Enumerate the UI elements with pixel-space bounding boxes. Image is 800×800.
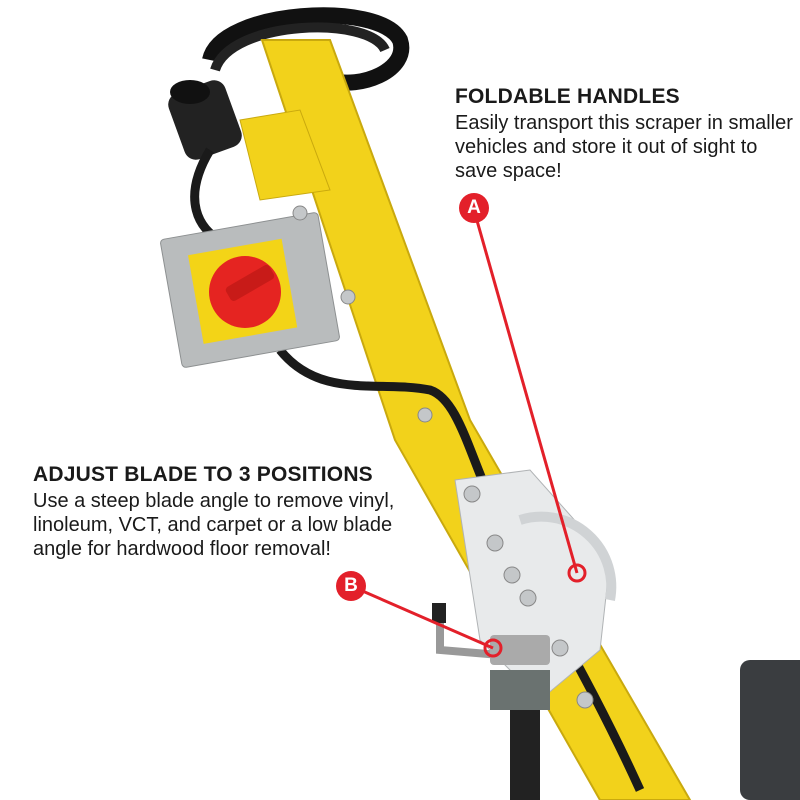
coiled-cable	[202, 7, 410, 91]
callout-text: Use a steep blade angle to remove vinyl,…	[33, 490, 395, 560]
marker-a: A	[459, 193, 489, 223]
callout-line-b	[350, 584, 494, 650]
callout-title: ADJUST BLADE TO 3 POSITIONS	[33, 463, 373, 486]
motor-housing	[740, 660, 800, 800]
marker-b: B	[336, 571, 366, 601]
callout-title: FOLDABLE HANDLES	[455, 85, 680, 108]
adjust-lever	[436, 615, 501, 659]
callout-line-a	[472, 209, 579, 574]
callout-text: Easily transport this scraper in smaller…	[455, 112, 793, 182]
callout-adjust-blade: ADJUST BLADE TO 3 POSITIONS Use a steep …	[33, 463, 413, 561]
callout-foldable-handles: FOLDABLE HANDLES Easily transport this s…	[455, 85, 795, 183]
yellow-handle	[260, 39, 692, 800]
